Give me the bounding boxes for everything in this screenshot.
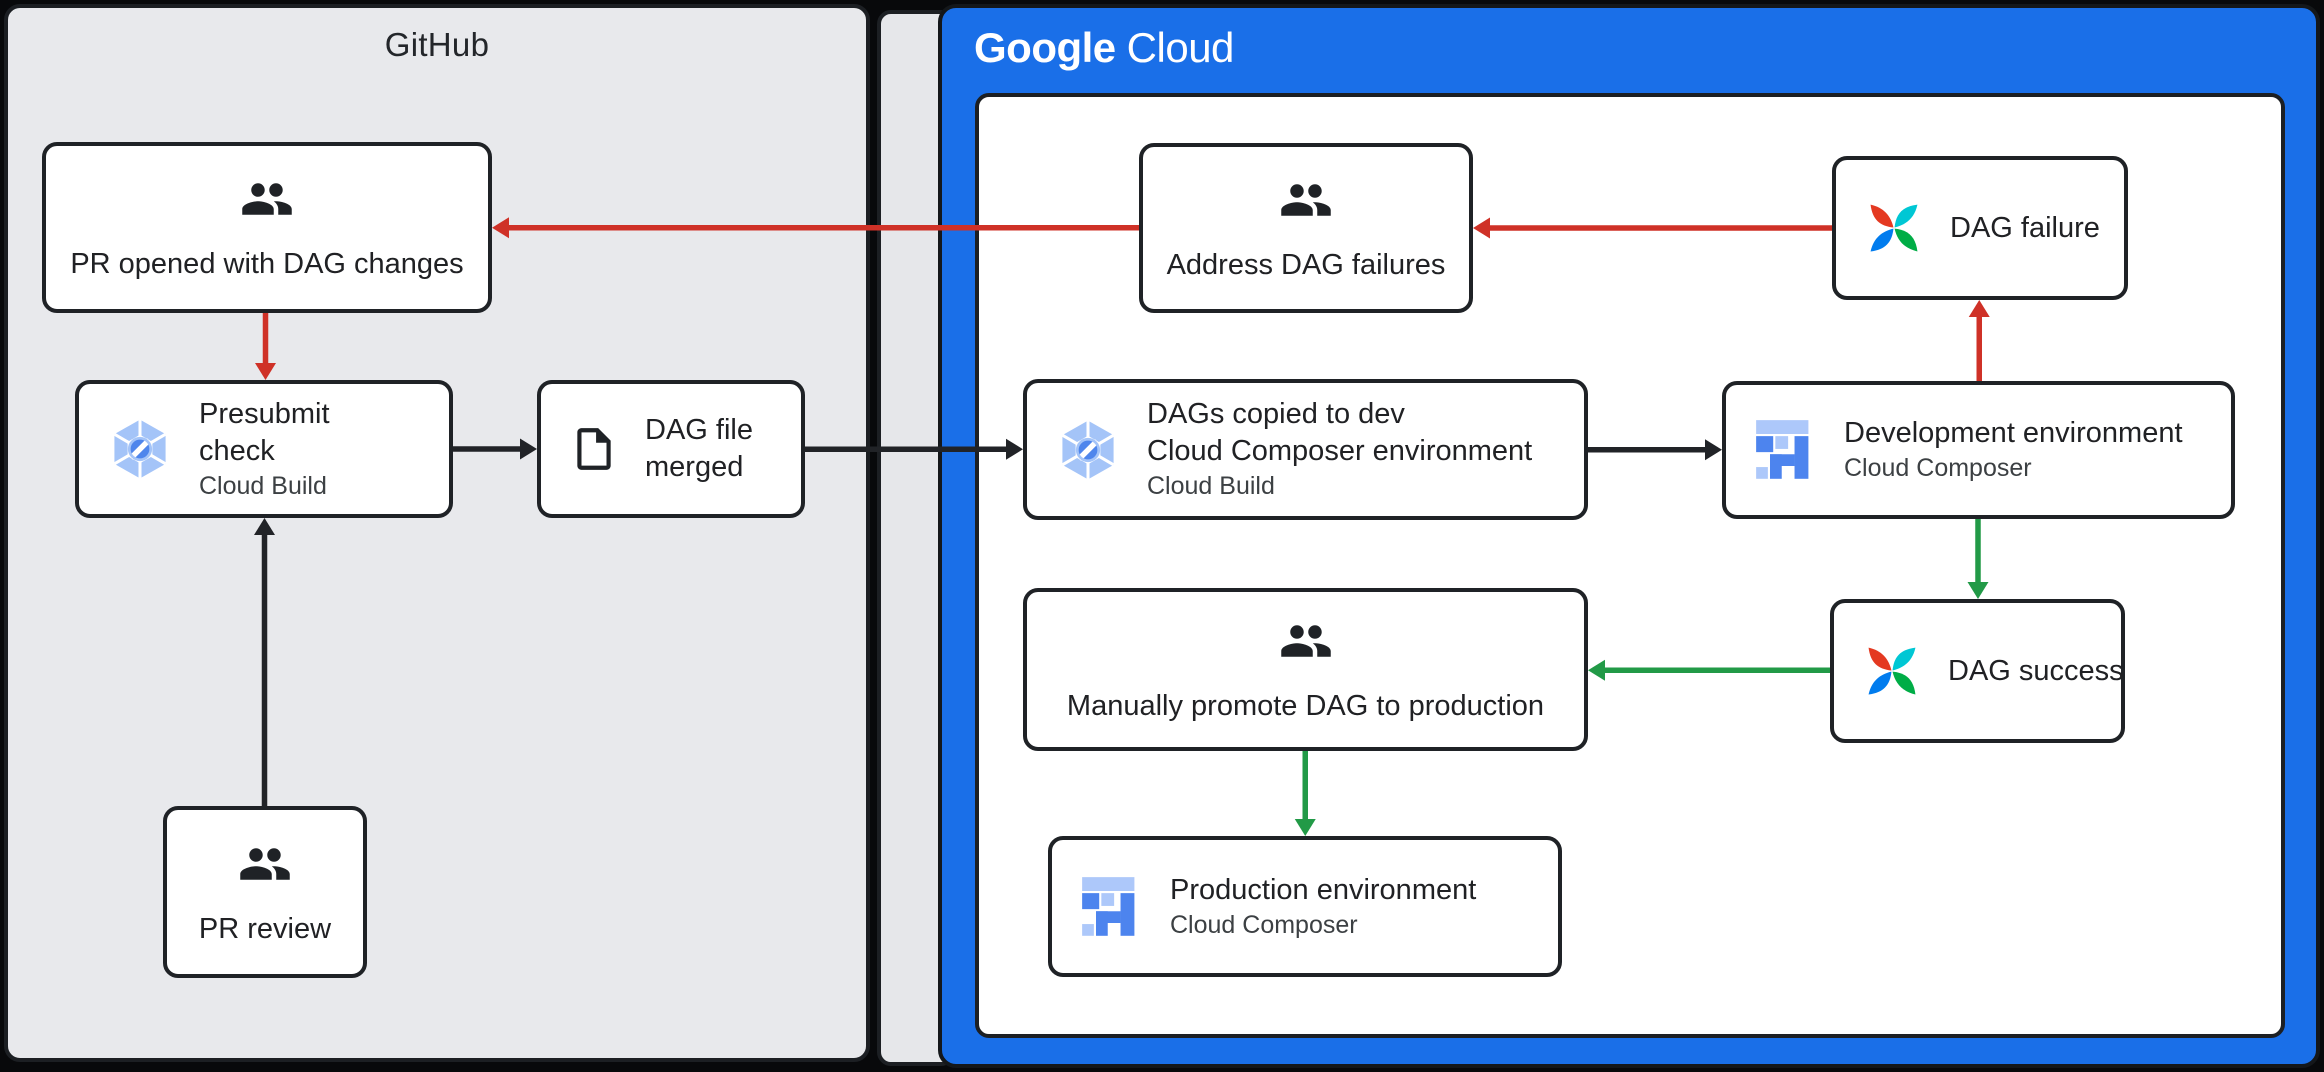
document-icon — [569, 424, 619, 474]
node-promote-dag: Manually promote DAG to production — [1023, 588, 1588, 751]
node-dag-failure: DAG failure — [1832, 156, 2128, 300]
node-label-address-failures: Address DAG failures — [1167, 247, 1446, 284]
node-label-line: Address DAG failures — [1166, 248, 1446, 281]
node-label-promote-dag: Manually promote DAG to production — [1067, 688, 1544, 725]
github-panel-title: GitHub — [384, 26, 490, 63]
node-label-dag-failure: DAG failure — [1950, 210, 2100, 247]
google-cloud-logo: Google Cloud — [974, 20, 1234, 76]
airflow-icon — [1862, 641, 1922, 701]
node-label-line: PR review — [198, 912, 332, 945]
node-label-line: DAG file — [645, 414, 753, 446]
node-label-dag-success: DAG success — [1948, 653, 2124, 690]
node-dag-file-merged: DAG file merged — [537, 380, 805, 518]
cloud-build-icon — [1055, 417, 1121, 483]
node-address-failures: Address DAG failures — [1139, 143, 1473, 313]
node-label-line: DAG success — [1948, 654, 2124, 687]
node-label-line: check — [199, 434, 275, 467]
node-label-line: Presubmit — [199, 397, 330, 430]
node-label-line: merged — [645, 451, 744, 483]
airflow-icon — [1864, 198, 1924, 258]
node-product-caption: Cloud Build — [1147, 472, 1275, 500]
node-label-line: Production environment — [1170, 873, 1477, 906]
node-pr-review: PR review — [163, 806, 367, 978]
cloud-composer-icon — [1080, 875, 1144, 939]
node-pr-opened: PR opened with DAG changes — [42, 142, 492, 313]
people-icon — [238, 837, 292, 891]
people-icon — [240, 172, 294, 226]
people-icon — [1279, 173, 1333, 227]
node-label-line: DAG failure — [1950, 211, 2100, 244]
node-product-caption: Cloud Composer — [1844, 454, 2032, 482]
cloud-wordmark: Cloud — [1126, 24, 1235, 71]
node-product-caption: Cloud Build — [199, 471, 327, 500]
google-wordmark: Google — [974, 24, 1116, 71]
people-icon — [1279, 614, 1333, 668]
node-label-line: Cloud Composer environment — [1147, 435, 1533, 467]
cloud-composer-icon — [1754, 418, 1818, 482]
node-label-line: Manually promote DAG to production — [1066, 690, 1545, 722]
node-label-pr-opened: PR opened with DAG changes — [70, 246, 463, 283]
node-dag-success: DAG success — [1830, 599, 2125, 743]
node-label-line: Development environment — [1844, 417, 2183, 449]
cloud-build-icon — [107, 416, 173, 482]
node-label-line: PR opened with DAG changes — [70, 248, 464, 280]
node-label-line: DAGs copied to dev — [1147, 398, 1405, 430]
node-label-pr-review: PR review — [199, 911, 331, 948]
node-label-dag-file-merged: DAG file merged — [645, 412, 753, 486]
node-product-caption: Cloud Composer — [1170, 910, 1358, 939]
